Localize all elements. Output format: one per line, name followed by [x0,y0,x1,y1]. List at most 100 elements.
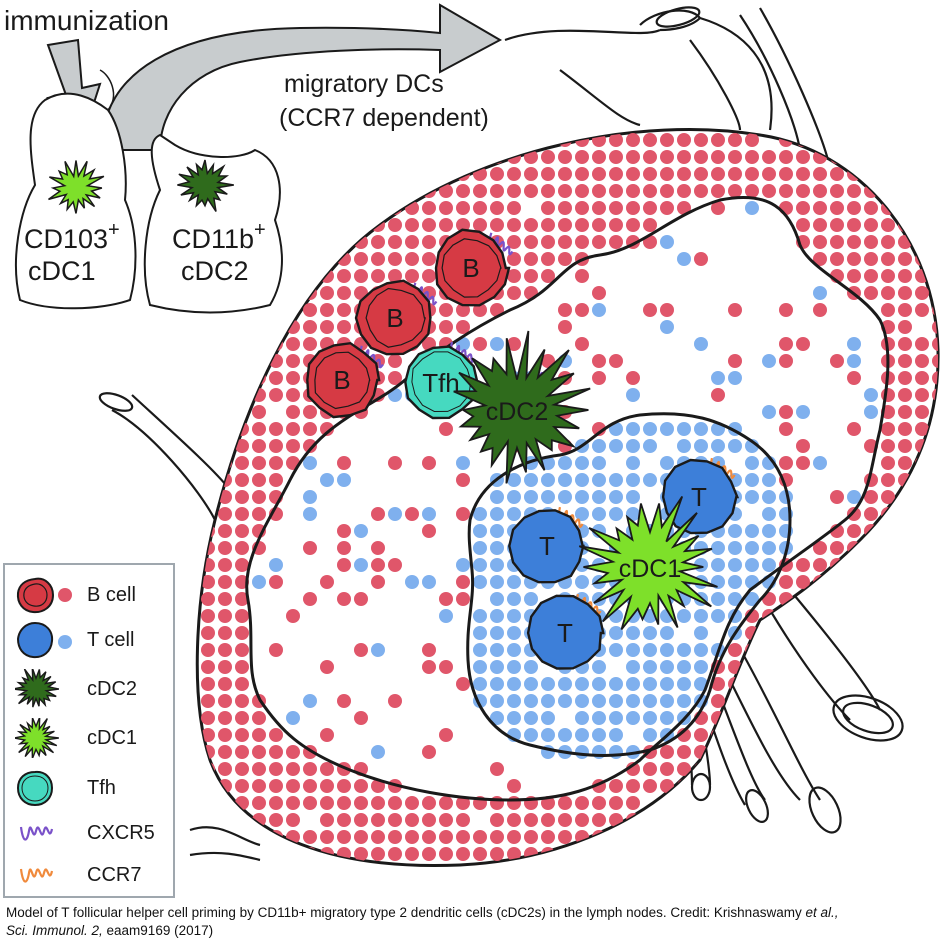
cdc2-icon [15,669,60,708]
b-cell-dot [864,558,878,572]
t-cell-dot [592,456,606,470]
b-cell-dot [847,422,861,436]
b-cell-dot [779,167,793,181]
t-cell-dot [694,337,708,351]
b-cell-dot [286,371,300,385]
b-cell-dot [201,388,215,402]
t-cell-dot [507,643,521,657]
b-cell-dot [473,184,487,198]
b-cell-dot [269,728,283,742]
b-cell-dot [898,507,912,521]
t-cell-dot [762,354,776,368]
b-cell-dot [592,422,606,436]
b-cell-dot [779,830,793,844]
b-cell-dot [286,235,300,249]
b-cell-dot [626,371,640,385]
b-cell-dot [507,813,521,827]
cd11b-superscript: + [254,219,266,241]
b-cell-dot [898,133,912,147]
t-cell-icon [16,621,72,659]
t-cell-dot [660,235,674,249]
t-cell-dot [473,558,487,572]
b-cell-dot [235,762,249,776]
b-cell-dot [592,796,606,810]
b-cell-dot [779,694,793,708]
b-cell-dot [677,779,691,793]
b-cell-dot [337,456,351,470]
b-cell-dot [524,269,538,283]
b-cell-dot [830,558,844,572]
b-cell-label: B [386,303,403,333]
t-cell-dot [524,473,538,487]
b-cell-dot [337,184,351,198]
b-cell-dot [286,150,300,164]
t-cell-dot [609,643,623,657]
b-cell-dot [864,626,878,640]
b-cell-dot [847,847,861,861]
b-cell-dot [915,456,929,470]
b-cell-dot [762,847,776,861]
b-cell-dot [779,422,793,436]
t-cell-dot [473,626,487,640]
b-cell-dot [796,711,810,725]
b-cell-dot [201,813,215,827]
t-cell-dot [524,490,538,504]
b-cell-dot [779,405,793,419]
b-cell-dot [915,575,929,589]
b-cell-dot [932,660,939,674]
t-cell-dot [371,643,385,657]
t-cell-dot [609,473,623,487]
t-cell-label: T [539,531,555,561]
b-cell-dot [609,847,623,861]
b-cell-dot [592,218,606,232]
b-cell-dot [218,694,232,708]
b-cell-dot [796,575,810,589]
b-cell-dot [609,796,623,810]
b-cell-dot [575,796,589,810]
b-cell-dot [796,626,810,640]
b-cell-dot [915,728,929,742]
t-cell-dot [711,558,725,572]
b-cell-dot [490,218,504,232]
b-cell-dot [677,133,691,147]
b-cell-dot [643,830,657,844]
cd103-superscript: + [108,219,120,241]
b-cell-dot [371,813,385,827]
b-cell-dot [898,592,912,606]
b-cell-dot [269,643,283,657]
b-cell-dot [303,252,317,266]
b-cell-dot [286,745,300,759]
b-cell-dot [864,609,878,623]
b-cell-dot [422,796,436,810]
b-cell-dot [507,796,521,810]
t-cell-dot [575,575,589,589]
b-cell-dot [898,337,912,351]
b-cell-dot [388,184,402,198]
b-cell-dot [847,677,861,691]
b-cell-dot [286,167,300,181]
b-cell-dot [677,745,691,759]
b-cell-dot [201,456,215,470]
b-cell-dot [524,218,538,232]
b-cell-dot [813,694,827,708]
b-cell-dot [609,150,623,164]
b-cell-dot [456,150,470,164]
b-cell-dot [490,813,504,827]
b-cell-dot [932,150,939,164]
b-cell-dot [864,286,878,300]
b-cell-dot [881,439,895,453]
b-cell-dot [269,320,283,334]
b-cell-dot [830,728,844,742]
b-cell-dot [830,575,844,589]
b-cell-dot [915,201,929,215]
b-cell-dot [337,201,351,215]
b-cell-dot [643,847,657,861]
b-cell-dot [762,813,776,827]
b-cell-dot [711,694,725,708]
b-cell-dot [847,592,861,606]
t-cell-dot [507,507,521,521]
b-cell-dot [303,235,317,249]
b-cell-dot [337,779,351,793]
b-cell-dot [609,218,623,232]
b-cell-dot [507,167,521,181]
